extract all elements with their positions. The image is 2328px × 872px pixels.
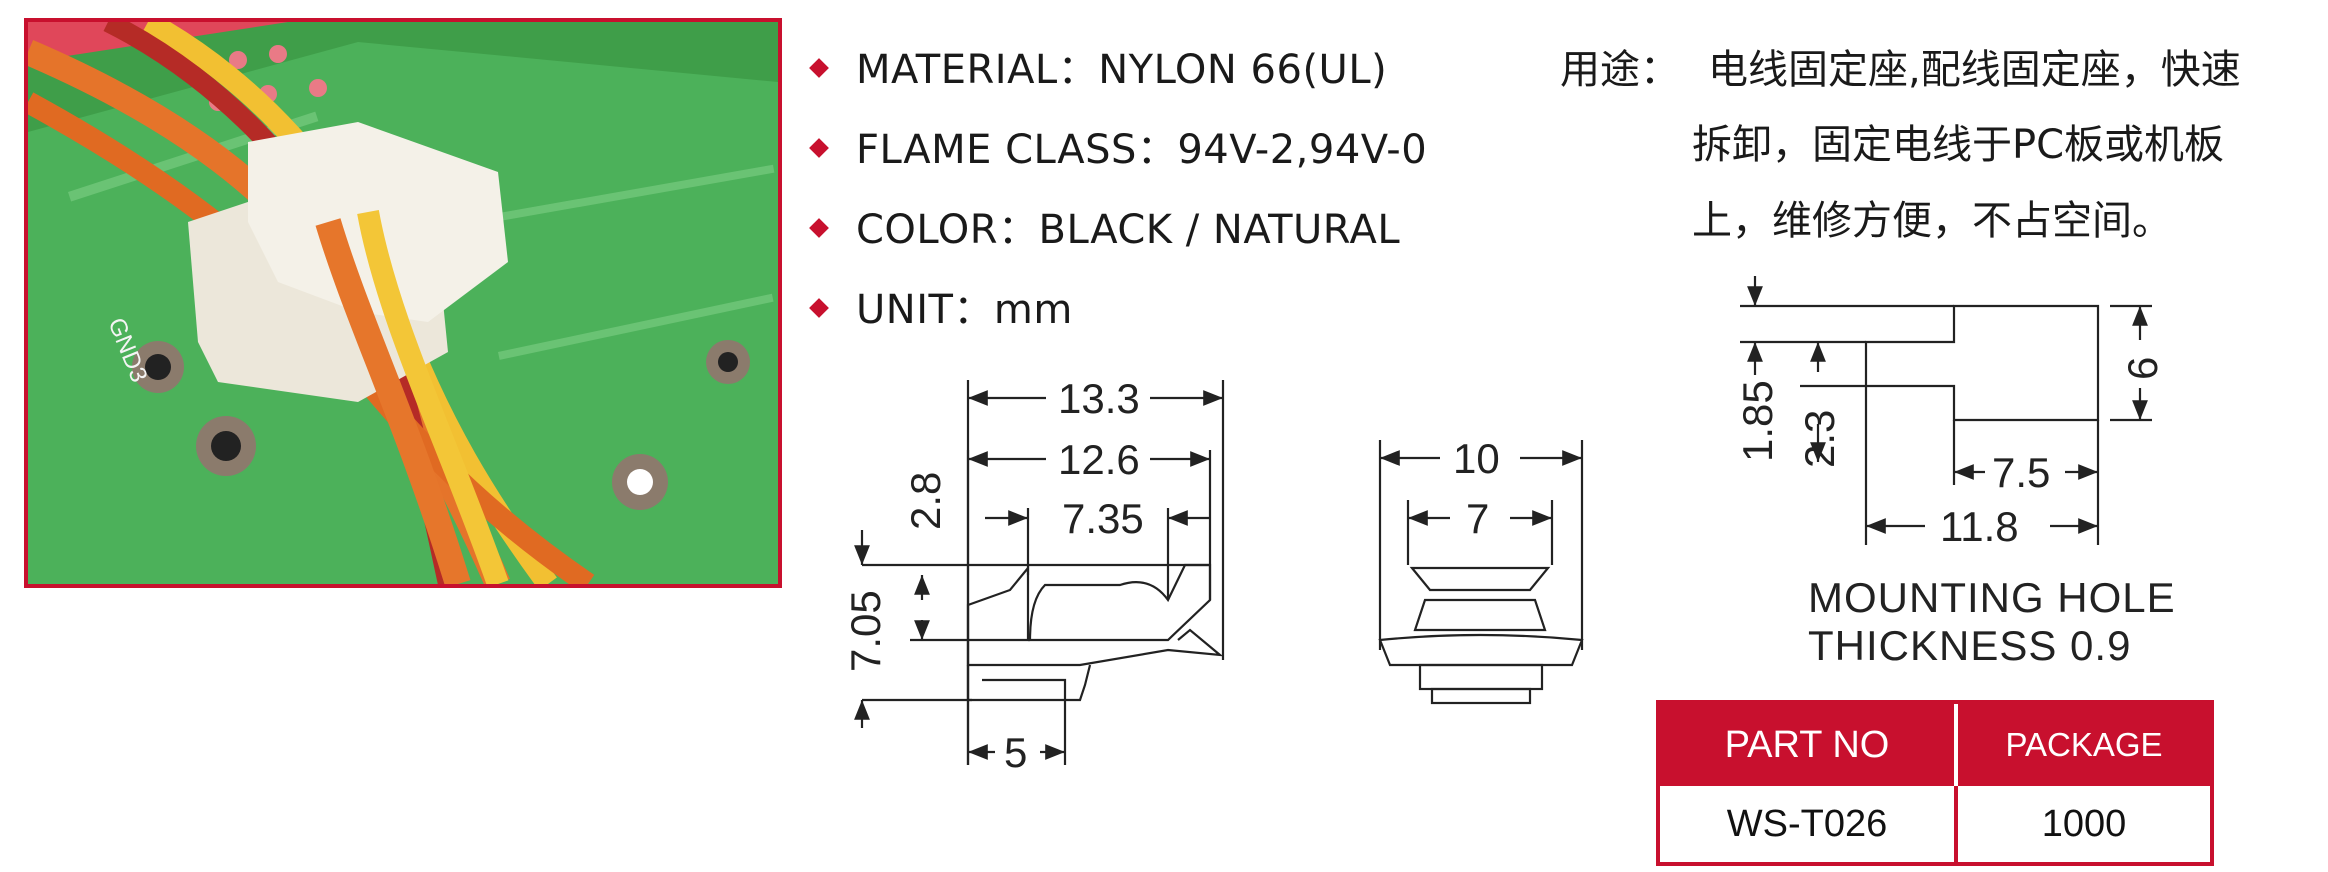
dim-front-10: 10 (1453, 435, 1500, 482)
mounting-hole-caption-line2: THICKNESS 0.9 (1808, 622, 2131, 669)
dim-side-7-35: 7.35 (1062, 495, 1144, 542)
product-photo: GND3 (24, 18, 782, 588)
spec-unit: UNIT：mm (809, 277, 1073, 335)
spec-color: COLOR：BLACK / NATURAL (809, 197, 1400, 255)
mounting-hole-caption-line1: MOUNTING HOLE (1808, 574, 2176, 621)
dim-side-12-6: 12.6 (1058, 436, 1140, 483)
spec-flame-class: FLAME CLASS：94V-2,94V-0 (809, 117, 1427, 175)
table-header-package: PACKAGE (1958, 704, 2210, 786)
dim-hole-11-8: 11.8 (1940, 503, 2019, 550)
table-cell-package: 1000 (2041, 802, 2127, 845)
front-view-drawing (1378, 440, 1584, 705)
table-cell-part-no: WS-T026 (1660, 786, 1958, 862)
usage-line-1: 电线固定座,配线固定座，快速 (1708, 47, 2241, 93)
usage-label: 用途： (1560, 47, 1680, 93)
usage-line-2: 拆卸，固定电线于PC板或机板 (1692, 122, 2225, 168)
dim-side-7-05: 7.05 (842, 590, 889, 672)
dim-hole-6: 6 (2119, 357, 2166, 380)
spec-material: MATERIAL：NYLON 66(UL) (809, 37, 1387, 95)
dim-hole-1-85: 1.85 (1734, 380, 1781, 462)
table-header-part-no: PART NO (1660, 704, 1958, 786)
dim-front-7: 7 (1466, 495, 1489, 542)
dim-side-2-8: 2.8 (902, 472, 949, 530)
usage-line-3: 上，维修方便，不占空间。 (1692, 198, 2172, 244)
dim-hole-2-3: 2.3 (1796, 410, 1843, 468)
dim-side-5: 5 (1004, 729, 1027, 776)
side-view-drawing (862, 380, 1225, 765)
dim-hole-7-5: 7.5 (1992, 449, 2050, 496)
part-table: PART NO PACKAGE WS-T026 1000 (1656, 700, 2214, 866)
dim-side-13-3: 13.3 (1058, 375, 1140, 422)
